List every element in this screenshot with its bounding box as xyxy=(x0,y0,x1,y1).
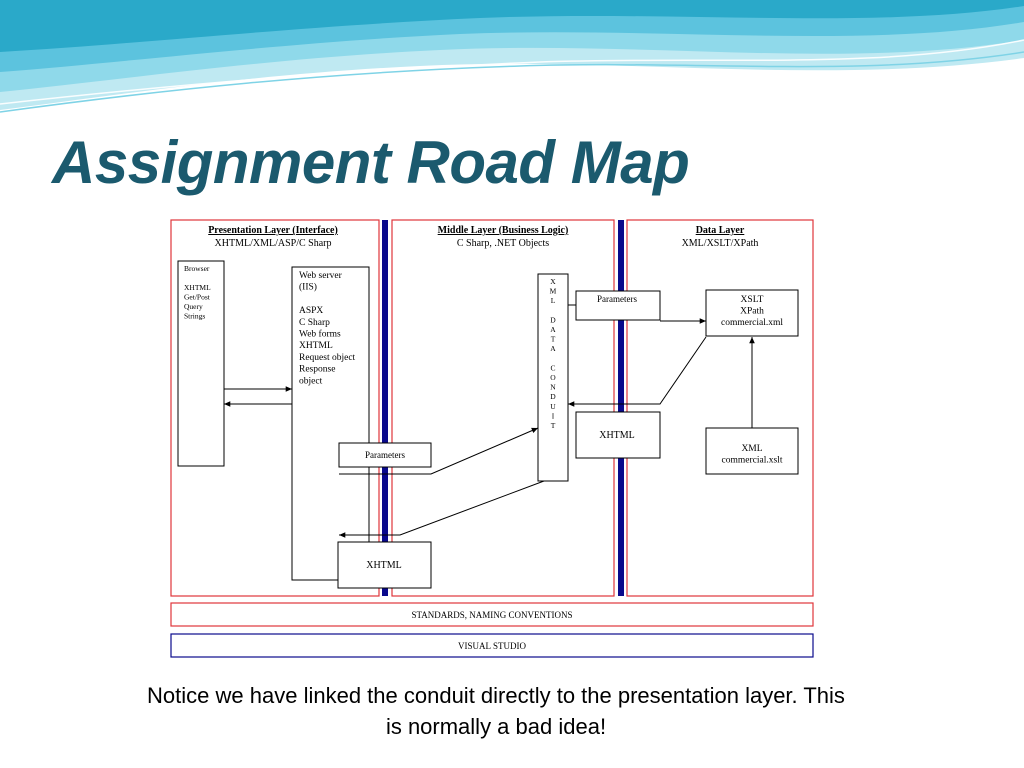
arrow-conduit-to-xhtml xyxy=(339,480,545,538)
standards-bar-label: STANDARDS, NAMING CONVENTIONS xyxy=(411,610,572,620)
xml-data-conduit-box xyxy=(537,273,569,482)
page-title: Assignment Road Map xyxy=(52,129,690,196)
webserver-lines-line: (IIS) xyxy=(299,282,317,293)
xml-box xyxy=(705,427,799,475)
xslt-lines-line: XPath xyxy=(740,307,764,317)
presentation-layer-frame xyxy=(170,219,380,597)
visual-studio-bar xyxy=(170,633,814,658)
presentation-layer-subtitle: XHTML/XML/ASP/C Sharp xyxy=(215,238,332,249)
conduit-letters-line: D xyxy=(550,392,556,401)
webserver-lines-line: Web server xyxy=(299,271,343,281)
data-layer-title: Data Layer xyxy=(696,225,745,236)
presentation-layer-title: Presentation Layer (Interface) xyxy=(208,225,338,236)
conduit-letters-line: U xyxy=(550,402,556,411)
middle-layer-frame xyxy=(391,219,615,597)
conduit-letters-line: N xyxy=(550,383,556,392)
middle-layer-subtitle: C Sharp, .NET Objects xyxy=(457,238,549,249)
conduit-letters-line: A xyxy=(550,344,556,353)
browser-box xyxy=(177,260,225,467)
conduit-letters-line: C xyxy=(550,363,555,372)
arrow-parameters-to-conduit xyxy=(339,427,539,475)
conduit-letters-line: X xyxy=(550,277,556,286)
xslt-box xyxy=(705,289,799,337)
middle-parameters-label: Parameters xyxy=(597,294,637,304)
conduit-letters-line: I xyxy=(552,411,555,420)
webserver-lines-line: Request object xyxy=(299,353,356,363)
conduit-letters-line: A xyxy=(550,325,556,334)
webserver-lines-line: object xyxy=(299,376,323,386)
browser-lines-line: XHTML xyxy=(184,283,211,292)
middle-xhtml-box xyxy=(575,411,661,459)
middle-xhtml-label: XHTML xyxy=(599,430,635,441)
browser-lines-line: Browser xyxy=(184,264,210,273)
presentation-parameters-label: Parameters xyxy=(365,450,405,460)
slide-caption: Notice we have linked the conduit direct… xyxy=(147,683,845,739)
xslt-lines-line: XSLT xyxy=(741,295,764,305)
middle-parameters-box xyxy=(575,290,661,321)
header-wave-decoration xyxy=(0,0,1024,113)
webserver-lines-line: Response xyxy=(299,365,335,375)
middle-layer-title: Middle Layer (Business Logic) xyxy=(438,225,569,236)
webserver-lines-line: C Sharp xyxy=(299,318,330,328)
browser-lines-line: Strings xyxy=(184,312,205,321)
conduit-letters-line: M xyxy=(550,287,557,296)
conduit-letters-line: T xyxy=(551,421,556,430)
xml-lines-line: XML xyxy=(741,444,762,454)
conduit-letters-line: D xyxy=(550,315,556,324)
presentation-parameters-box xyxy=(338,442,432,468)
data-layer-frame xyxy=(626,219,814,597)
presentation-xhtml-label: XHTML xyxy=(366,560,402,571)
conduit-letters-line: O xyxy=(550,373,556,382)
webserver-lines-line: XHTML xyxy=(299,341,333,351)
webserver-lines-line: ASPX xyxy=(299,306,323,316)
standards-bar xyxy=(170,602,814,627)
xml-lines-line: commercial.xslt xyxy=(722,456,783,466)
presentation-xhtml-box xyxy=(337,541,432,589)
conduit-letters-line: L xyxy=(551,296,556,305)
data-layer-subtitle: XML/XSLT/XPath xyxy=(682,238,759,249)
browser-lines-line: Query xyxy=(184,302,203,311)
browser-lines-line: Get/Post xyxy=(184,293,211,302)
layer-divider-left xyxy=(382,220,388,596)
arrow-xslt-to-conduit xyxy=(568,336,707,407)
web-server-box xyxy=(291,266,370,581)
webserver-lines-line: Web forms xyxy=(299,329,341,340)
xml-box-text: XML commercial.xslt xyxy=(722,444,783,466)
layer-divider-right xyxy=(618,220,624,596)
conduit-letters-line: T xyxy=(551,335,556,344)
visual-studio-bar-label: VISUAL STUDIO xyxy=(458,641,526,651)
xslt-lines-line: commercial.xml xyxy=(721,318,783,328)
